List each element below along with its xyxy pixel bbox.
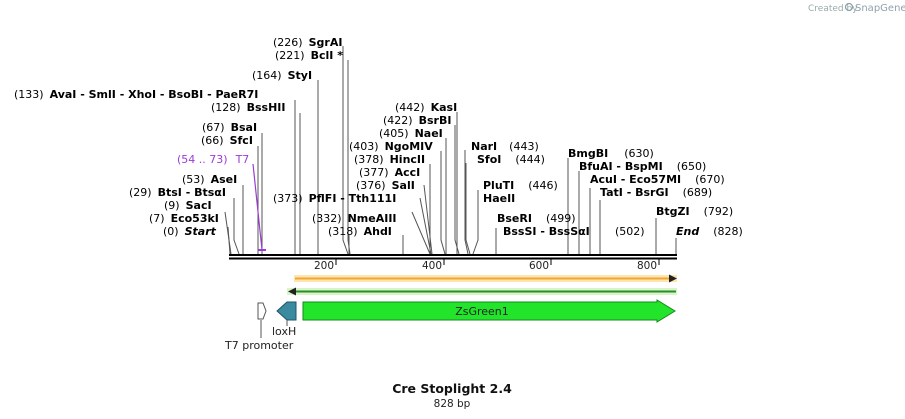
snapgene-logo-icon [844,2,854,12]
label-pluti: PluTI(446) [483,179,558,192]
label-btsi: (29)BtsI - BtsαI [129,186,226,199]
label-bseri: BseRI(499) [497,212,576,225]
orf-forward[interactable] [294,274,677,283]
label-ngomiv: (403)NgoMIV [349,140,433,153]
tick-label-800: 800 [637,260,657,272]
label-sali: (376)SalI [356,179,415,192]
tick-label-400: 400 [422,260,442,272]
label-haeii: HaeII [483,192,515,205]
feature-t7-promoter-label: T7 promoter [224,339,294,352]
label-sfoi: SfoI(444) [477,153,545,166]
label-bsssi: BssSI - BssSαI [503,225,590,238]
feature-zsgreen1[interactable] [302,299,676,323]
map-subtitle: 828 bp [434,398,471,410]
feature-t7-promoter[interactable] [257,302,267,320]
feature-loxh[interactable] [276,301,297,321]
label-acui: AcuI - Eco57MI(670) [590,173,725,186]
feature-zsgreen1-label: ZsGreen1 [455,305,509,318]
credit-brand: SnapGene [855,3,905,14]
label-eco53ki: (7)Eco53kI [149,212,219,225]
label-avai-group: (133)AvaI - SmlI - XhoI - BsoBI - PaeR7I [14,88,258,101]
label-bfuai: BfuAI - BspMI(650) [579,160,706,173]
tick-label-200: 200 [314,260,334,272]
label-kasi: (442)KasI [395,101,457,114]
label-bmgbi: BmgBI(630) [568,147,654,160]
label-styi: (164)StyI [252,69,312,82]
label-acci: (377)AccI [359,166,420,179]
label-naei: (405)NaeI [379,127,443,140]
label-pflfi: (373)PflFI - Tth111I [273,192,396,205]
sequence-backbone [229,254,677,260]
label-bsai: (67)BsaI [202,121,257,134]
label-bcli: (221)BclI * [275,49,343,62]
feature-loxh-label: loxH [272,325,296,338]
label-sfci: (66)SfcI [201,134,253,147]
label-start: (0)Start [163,225,217,238]
label-bsssi-num: (502) [615,225,645,238]
label-btgzi: BtgZI(792) [656,205,733,218]
label-tati: TatI - BsrGI(689) [600,186,712,199]
cut-site-lines [224,46,677,255]
label-asei: (53)AseI [182,173,237,186]
map-title: Cre Stoplight 2.4 [392,381,512,396]
label-nari: NarI(443) [471,140,539,153]
label-bsshii: (128)BssHII [211,101,285,114]
label-saci: (9)SacI [164,199,212,212]
ruler-ticks [335,259,660,265]
label-end: End(828) [676,225,743,238]
credit-prefix: Created by [808,4,858,14]
tick-label-600: 600 [529,260,549,272]
label-nmeaiii: (332)NmeAIII [312,212,397,225]
t7-connector [252,163,263,251]
label-bsrbi: (422)BsrBI [383,114,451,127]
label-hincii: (378)HincII [354,153,425,166]
orf-reverse[interactable] [287,287,677,296]
label-sgrai: (226)SgrAI [273,36,342,49]
label-t7: (54 .. 73)T7 [177,153,249,166]
label-ahdi: (318)AhdI [328,225,392,238]
